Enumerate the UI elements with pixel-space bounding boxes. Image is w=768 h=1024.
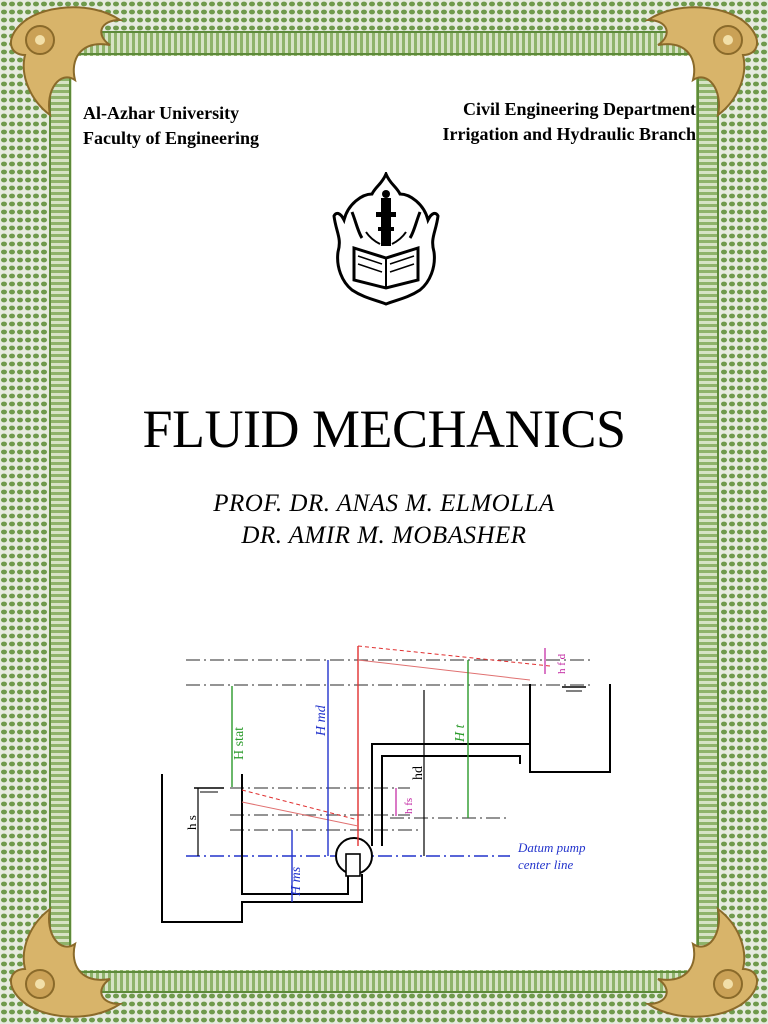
h-s-label: h s xyxy=(184,815,199,830)
h-stat-label: H stat xyxy=(232,727,247,760)
corner-ornament-icon xyxy=(10,906,124,1018)
department-name: Civil Engineering Department xyxy=(463,99,696,119)
faculty-name: Faculty of Engineering xyxy=(83,128,259,148)
corner-ornament-icon xyxy=(644,906,758,1018)
datum-label: center line xyxy=(518,857,573,872)
pump-system-diagram: H stat H md H t hd h f d h fs h s H ms D… xyxy=(161,645,611,923)
corner-ornament-icon xyxy=(10,6,124,118)
book-title: FLUID MECHANICS xyxy=(142,399,626,459)
h-ms-label: H ms xyxy=(289,866,304,897)
branch-name: Irrigation and Hydraulic Branch xyxy=(442,124,696,144)
corner-ornament-icon xyxy=(644,6,758,118)
department-info: Civil Engineering Department Irrigation … xyxy=(442,97,696,147)
h-t-label: H t xyxy=(453,723,468,743)
h-fd-label: h f d xyxy=(556,653,568,674)
h-fs-label: h fs xyxy=(403,798,415,814)
author-name: DR. AMIR M. MOBASHER xyxy=(241,522,527,549)
hd-label: hd xyxy=(411,766,426,780)
author-name: PROF. DR. ANAS M. ELMOLLA xyxy=(213,490,555,517)
university-name: Al-Azhar University xyxy=(83,103,240,123)
al-azhar-emblem-icon xyxy=(332,172,440,306)
h-md-label: H md xyxy=(314,704,329,737)
university-info: Al-Azhar University Faculty of Engineeri… xyxy=(83,101,259,151)
datum-label: Datum pump xyxy=(517,840,586,855)
